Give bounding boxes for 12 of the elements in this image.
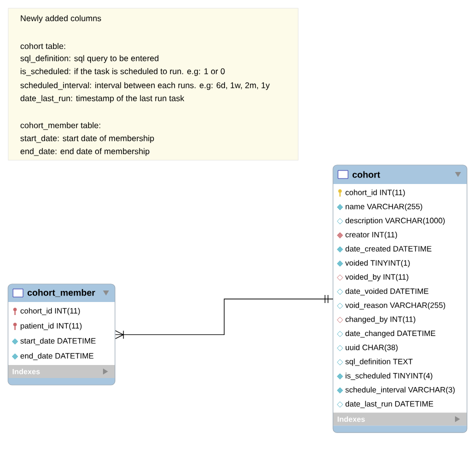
note-text: date_last_run: timestamp of the last run task	[20, 95, 184, 103]
note-text: start_date: start date of membership	[20, 135, 154, 143]
note-text: cohort_member table:	[20, 122, 100, 130]
note-text: end_date: end date of membership	[20, 148, 150, 156]
table-title: cohort	[352, 171, 380, 178]
note-text: cohort table:	[20, 42, 66, 50]
table-title: cohort_member	[28, 289, 96, 297]
note-text: is_scheduled: if the task is scheduled to run. e.g: 1 or 0	[20, 68, 225, 76]
note-text: scheduled_interval: interval between each runs. e.g: 6d, 1w, 2m, 1y	[20, 82, 270, 90]
note-text: Newly added columns	[20, 15, 102, 23]
note-text: sql_definition: sql query to be entered	[20, 55, 158, 63]
relationship-line	[115, 294, 334, 340]
